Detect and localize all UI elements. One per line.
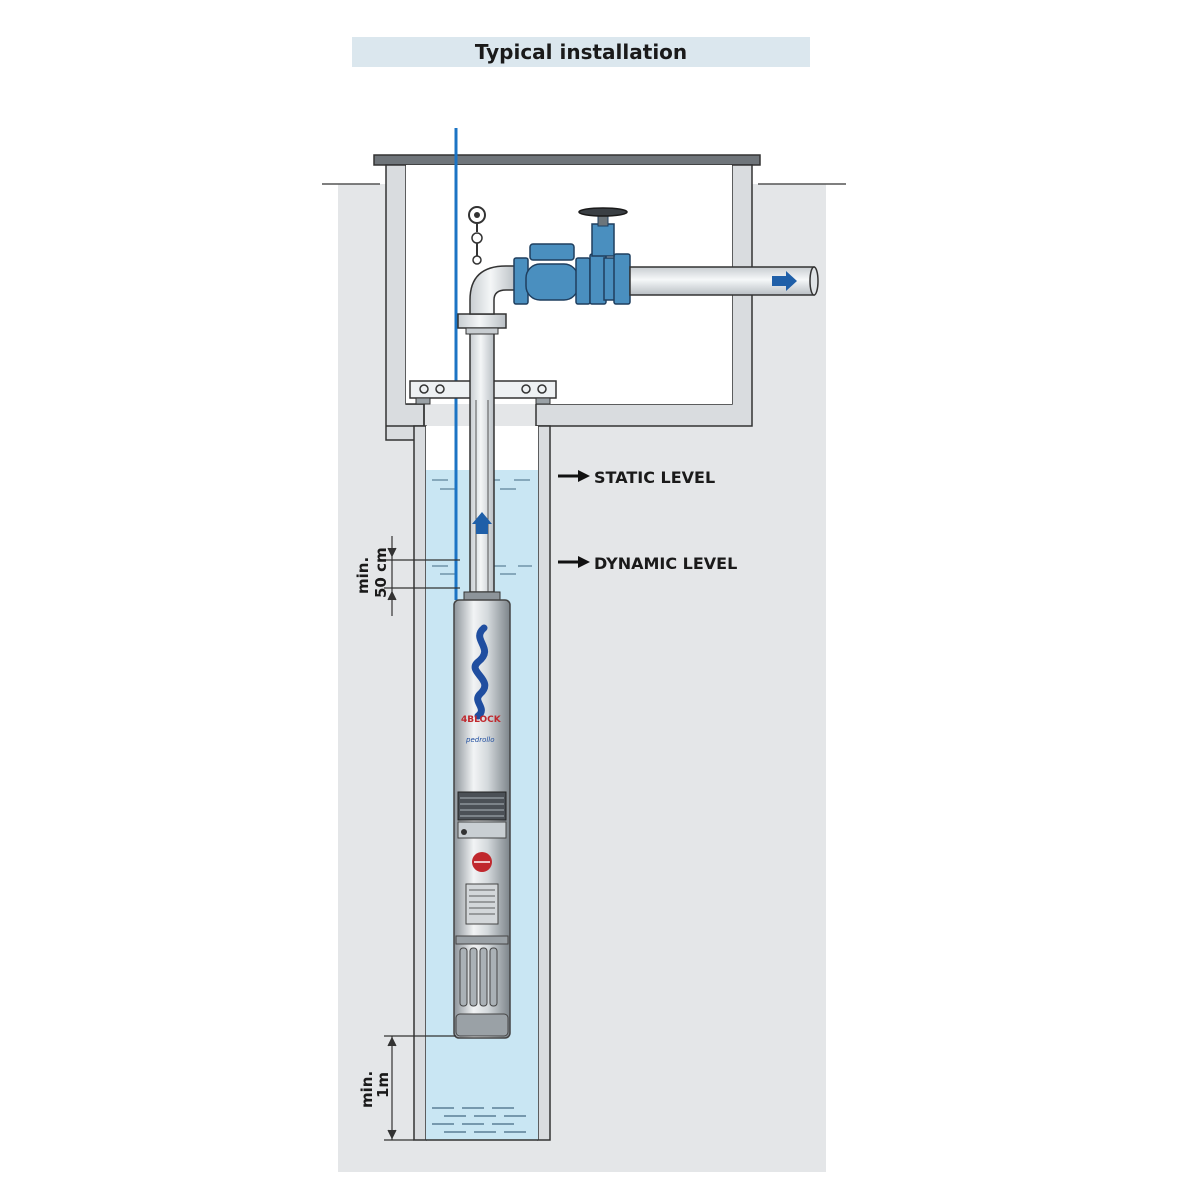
borehole-casing-left [413,425,427,1141]
outflow-arrow-icon [772,271,797,291]
submersible-pump: 4BLOCK pedrollo [453,591,511,1039]
dynamic-level-label: DYNAMIC LEVEL [594,554,737,573]
min-50cm-label-1: min. [354,557,372,594]
pump-brand-label: pedrollo [465,736,495,744]
min-50cm-label-2: 50 cm [372,547,390,598]
riser-pipe [469,329,495,593]
borehole-bottom-gravel [432,1107,526,1133]
min-1m-label-1: min. [358,1071,376,1108]
upflow-arrow-icon [472,512,492,534]
borehole-casing-right [537,425,551,1141]
dimension-min-1m [384,1035,456,1141]
gate-valve-icon [578,207,631,305]
static-level-label: STATIC LEVEL [594,468,715,487]
dynamic-level-arrow-icon [558,556,590,568]
diagram-title: Typical installation [474,40,688,64]
title-banner: Typical installation [352,37,810,67]
min-1m-label-2: 1m [374,1072,392,1098]
dimension-min-50cm [384,536,460,616]
pipe-flange [457,313,507,329]
chamber-lid [373,154,761,166]
dynamic-level-waves [432,565,532,575]
pump-model-label: 4BLOCK [461,715,502,725]
static-level-arrow-icon [558,470,590,482]
pressure-gauge-icon [468,206,486,265]
